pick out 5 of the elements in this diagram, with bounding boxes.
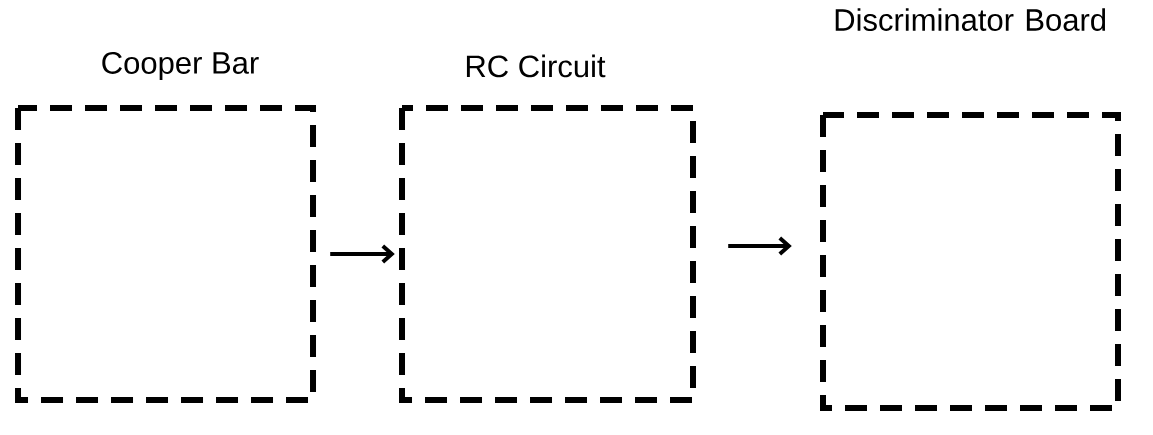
box-title: Cooper Bar [102,51,259,81]
arrow [728,236,792,256]
arrow [330,244,395,264]
box-title: Discriminator Board [835,8,1106,31]
box-title: RC Circuit [466,54,606,78]
